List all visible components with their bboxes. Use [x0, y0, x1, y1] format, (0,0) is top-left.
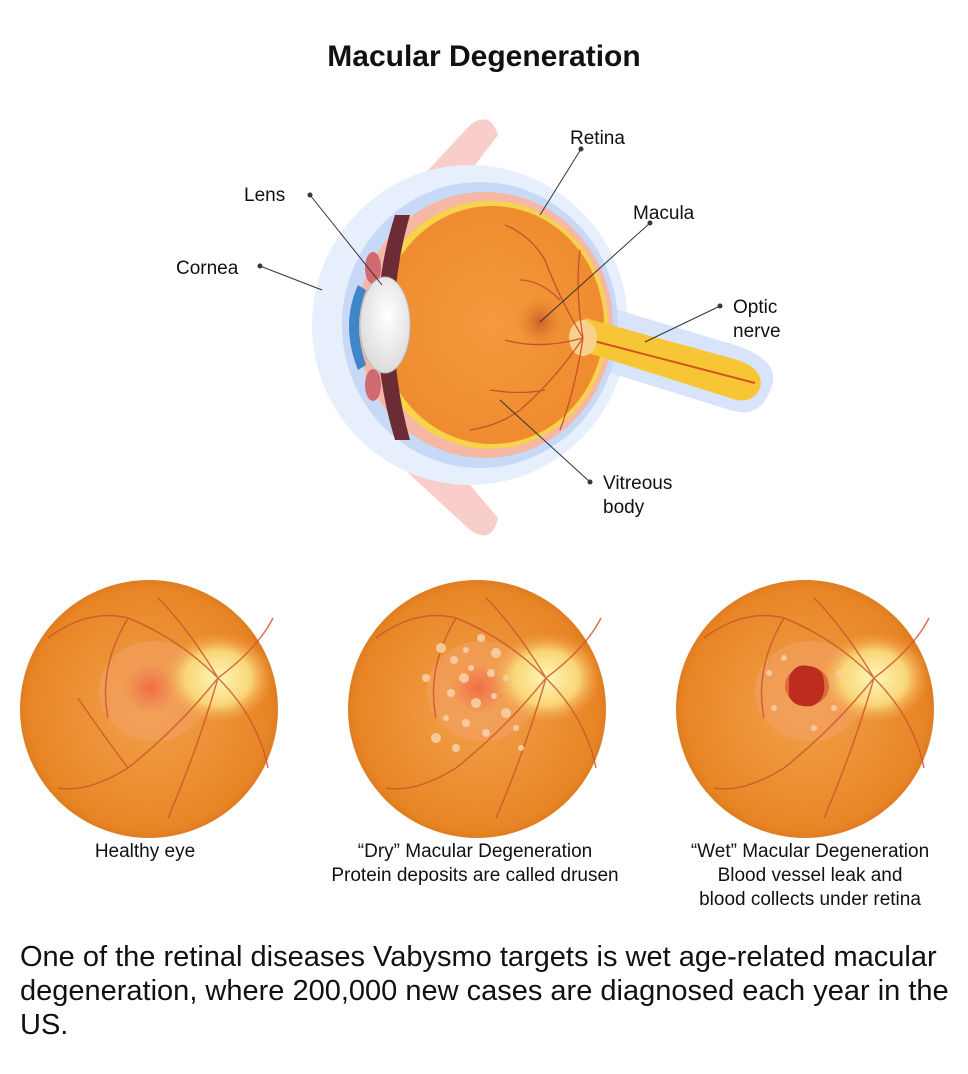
caption-wet: “Wet” Macular Degeneration Blood vessel … — [660, 840, 960, 912]
lens — [359, 276, 411, 374]
caption-wet-line1: Blood vessel leak and — [717, 865, 903, 886]
optic-nerve-artery — [589, 339, 756, 384]
caption-healthy: Healthy eye — [0, 840, 295, 864]
cornea — [349, 285, 366, 370]
caption-healthy-title: Healthy eye — [94, 841, 196, 862]
iris-lower — [365, 369, 381, 401]
vitreous-body — [380, 206, 604, 444]
optic-nerve — [585, 318, 761, 401]
label-lens: Lens — [244, 185, 286, 206]
label-cornea: Cornea — [176, 258, 239, 279]
caption-dry: “Dry” Macular Degeneration Protein depos… — [325, 840, 625, 888]
fundus-dry-amd — [348, 580, 606, 838]
label-retina: Retina — [570, 128, 625, 149]
label-macula: Macula — [633, 203, 695, 224]
fundus-healthy — [20, 580, 278, 838]
caption-wet-title: “Wet” Macular Degeneration — [690, 841, 930, 862]
caption-dry-title: “Dry” Macular Degeneration — [357, 841, 593, 862]
fundus-wet-amd — [676, 580, 934, 838]
caption-wet-line2: blood collects under retina — [699, 889, 921, 910]
iris-upper — [365, 252, 381, 284]
caption-dry-line1: Protein deposits are called drusen — [331, 865, 619, 886]
eye-cross-section-diagram — [257, 119, 774, 536]
page-title: Macular Degeneration — [327, 40, 641, 73]
retinal-vessels — [469, 224, 584, 431]
summary-text: One of the retinal diseases Vabysmo targ… — [20, 941, 949, 1041]
